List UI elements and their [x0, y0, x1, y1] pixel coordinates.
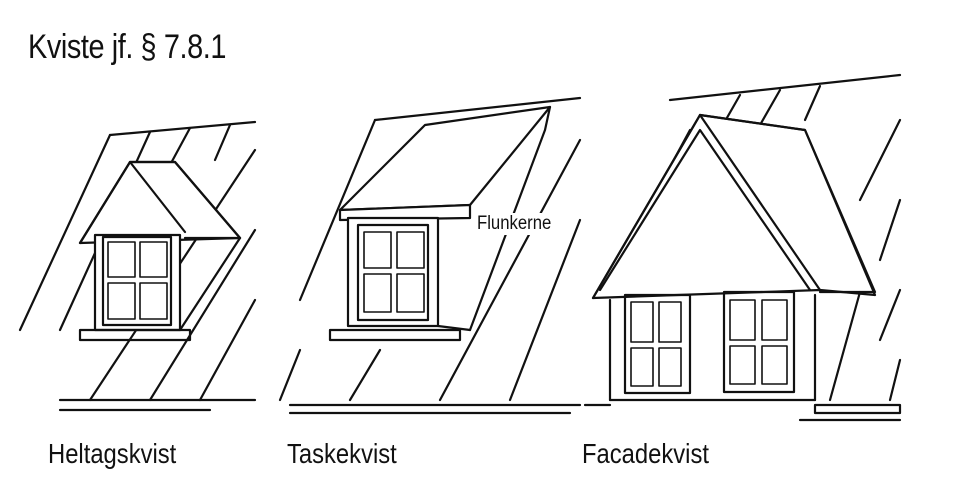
- caption-taskekvist: Taskekvist: [287, 438, 397, 469]
- facadekvist-drawing: [583, 73, 902, 422]
- page-title: Kviste jf. § 7.8.1: [28, 28, 226, 66]
- caption-facadekvist: Facadekvist: [582, 438, 709, 469]
- caption-heltagskvist: Heltagskvist: [48, 438, 177, 469]
- flunkerne-label: Flunkerne: [477, 213, 552, 235]
- taskekvist-drawing: [278, 96, 582, 415]
- heltagskvist-drawing: [18, 120, 257, 412]
